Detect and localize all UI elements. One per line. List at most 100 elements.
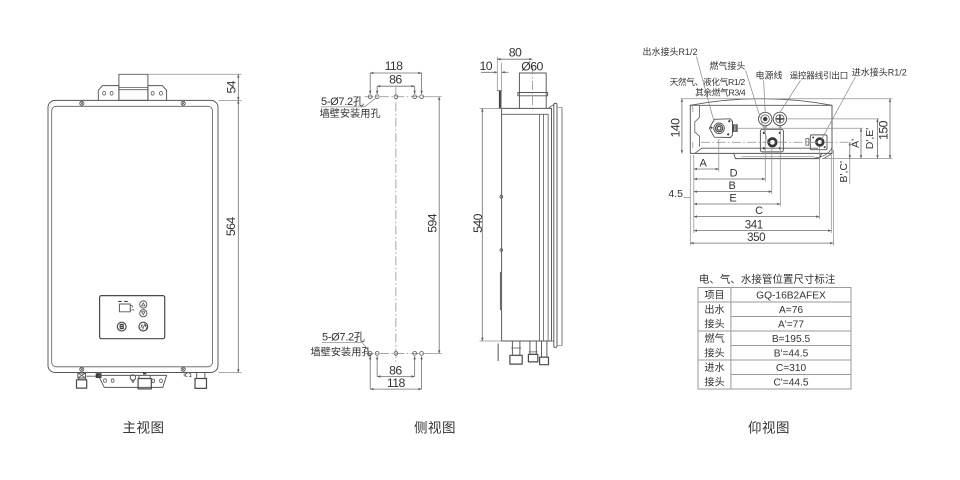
hole-note-sub-text: 墙壁安装用孔 [320, 107, 381, 120]
dim-de-prime: D',E' [864, 128, 876, 150]
dim-front-body-height: 564 [224, 217, 238, 236]
label-outlet: 出水接头R1/2 [643, 46, 698, 57]
dim-bc-prime: B',C' [838, 161, 850, 183]
dim-bottom-depth-right: 150 [877, 120, 891, 139]
dim-d: D [730, 168, 738, 180]
label-remote-outlet: 遥控器线引出口 [790, 70, 848, 81]
dim-mount-height: 594 [425, 213, 439, 232]
gas-inlet-fitting [137, 372, 152, 390]
table-row-label: 燃气 [704, 332, 724, 345]
label-gas-type-b: 其余燃气R3/4 [695, 87, 746, 98]
side-screw [499, 194, 504, 199]
mounting-dimensions: 118 86 86 118 594 [368, 59, 442, 391]
front-view-caption: 主视图 [123, 421, 165, 436]
label-gas: 燃气接头 [709, 60, 745, 71]
front-bottom-fittings [75, 372, 208, 390]
front-flue-bracket [97, 73, 168, 101]
bottom-body-outline [689, 104, 833, 154]
table-value: C=310 [776, 363, 807, 374]
hole-note-sub-text: 墙壁安装用孔 [311, 345, 372, 358]
side-view: 80 10 Ø60 540 侧视图 [414, 45, 563, 436]
table-row-label: 出水 [704, 303, 724, 316]
keyhole-slot [129, 374, 137, 383]
table-row-label: 进水 [704, 362, 724, 374]
control-panel-outline [98, 295, 166, 340]
power-cord-grommet [758, 111, 773, 127]
bottom-view-caption: 仰视图 [748, 421, 790, 436]
table-value: C'=44.5 [773, 377, 808, 388]
dim-mount-top-inner: 86 [389, 73, 402, 87]
bottom-view: 出水接头R1/2 燃气接头 天然气、液化气R1/2 其余燃气R3/4 电源线 遥… [643, 46, 907, 436]
dim-c: C [755, 205, 763, 217]
table-row-label: 接头 [704, 375, 724, 388]
bottom-dimensions: 140 150 A' D',E' B',C' 4.5 A D [668, 98, 892, 246]
dim-mount-bottom-outer: 118 [387, 376, 406, 390]
dim-mount-top-outer: 118 [385, 59, 404, 73]
bottom-front-arc [689, 98, 833, 106]
label-inlet: 进水接头R1/2 [852, 67, 907, 78]
bottom-labels: 出水接头R1/2 燃气接头 天然气、液化气R1/2 其余燃气R3/4 电源线 遥… [643, 46, 907, 141]
panel-display [118, 303, 131, 313]
spec-table-grid [697, 287, 852, 390]
dim-width-inner: 341 [745, 219, 763, 231]
water-inlet-fitting [183, 372, 208, 389]
side-view-caption: 侧视图 [414, 421, 456, 436]
front-case-screws [79, 100, 186, 372]
bottom-inner-bottom-line [694, 147, 819, 154]
hole-note-text: 5-Ø7.2孔 [322, 331, 365, 344]
mounting-hole-note-top: 5-Ø7.2孔 墙壁安装用孔 [320, 95, 381, 120]
dim-e: E [729, 193, 736, 205]
spec-table: 电、气、水接管位置尺寸标注 项目 GQ-16B2AFEX 出水 接头 A=76 … [697, 272, 852, 390]
dim-side-body-height: 540 [471, 213, 485, 232]
temp-up-button [139, 300, 148, 309]
table-value: B'=44.5 [774, 348, 809, 359]
safety-valve [75, 372, 88, 389]
bracket-left-wing [97, 85, 120, 101]
priority-button [116, 321, 127, 332]
hole-note-text: 5-Ø7.2孔 [321, 95, 364, 108]
label-power-cord: 电源线 [756, 70, 783, 81]
control-panel [98, 295, 166, 340]
dim-front-bracket-height: 54 [224, 80, 238, 93]
front-case-outline [47, 99, 219, 373]
dim-mount-bottom-inner: 86 [389, 363, 402, 377]
bottom-front-lip [733, 152, 822, 160]
table-value: A'=77 [778, 319, 804, 330]
front-view: 54 564 主视图 [47, 73, 242, 436]
dim-a: A [699, 158, 707, 170]
temp-down-button [139, 309, 148, 318]
outlet-fitting [708, 118, 738, 138]
panel-display-marks [129, 305, 135, 311]
panel-legend-mark [118, 300, 122, 302]
table-header-item: 项目 [704, 289, 724, 301]
remote-wire-grommet [772, 111, 788, 127]
mounting-hole-note-bottom: 5-Ø7.2孔 墙壁安装用孔 [311, 331, 372, 359]
table-row-label: 接头 [704, 346, 724, 359]
dim-edge-offset: 4.5 [668, 188, 683, 200]
mounting-hole-diagram: 118 86 86 118 594 5-Ø7.2孔 墙壁安装用孔 5-Ø7.2孔 [311, 59, 442, 391]
bracket-right-wing [147, 85, 168, 101]
side-panel-contours [501, 113, 549, 342]
table-row-label: 接头 [704, 317, 724, 330]
side-wall-hook [496, 90, 503, 109]
table-value: A=76 [779, 305, 803, 316]
label-gas-type-a: 天然气、液化气R1/2 [670, 76, 746, 87]
table-value: B=195.5 [772, 334, 811, 345]
dim-side-flue-diameter: Ø60 [521, 60, 543, 74]
bottom-corner-arc [814, 147, 833, 159]
side-dimensions: 80 10 Ø60 540 [471, 45, 544, 342]
spec-table-title: 电、气、水接管位置尺寸标注 [699, 272, 836, 285]
bottom-bracket-plate [97, 374, 168, 388]
dim-bottom-depth-left: 140 [669, 118, 683, 137]
side-case-outline [501, 107, 552, 342]
front-dimensions: 54 564 [148, 73, 242, 373]
front-case-inner [51, 105, 213, 368]
mounting-holes-top [367, 94, 424, 100]
bottom-inner-left-outline [694, 105, 700, 147]
dim-a-prime: A' [849, 139, 861, 148]
power-button [138, 321, 149, 332]
side-screw [499, 248, 504, 252]
dim-side-wall-to-flue: 80 [509, 45, 522, 59]
